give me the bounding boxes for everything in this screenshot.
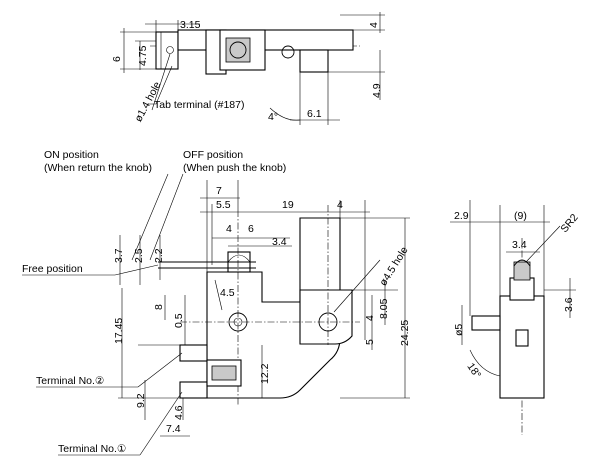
- dim-19: 19: [282, 199, 294, 211]
- dim-4-75: 4.75: [137, 45, 149, 66]
- terminal-2: [179, 344, 208, 362]
- dim-9-side: (9): [514, 210, 527, 222]
- dim-sr2: SR2: [558, 212, 580, 235]
- dim-3-6: 3.6: [563, 297, 575, 312]
- dim-18deg: 18°: [464, 361, 483, 381]
- dim-4-6: 4.6: [173, 405, 185, 420]
- free-position-label: Free position: [22, 263, 83, 275]
- side-pin: [471, 315, 501, 331]
- dim-8: 8: [153, 304, 165, 310]
- tab-terminal-label: Tab terminal (#187): [154, 99, 244, 111]
- top-bracket: [299, 49, 329, 73]
- tab-hole: [166, 46, 174, 54]
- top-knob-circle: [229, 41, 247, 59]
- dim-2-9: 2.9: [454, 210, 469, 222]
- off-position-title: OFF position: [183, 149, 243, 161]
- dim-7-4: 7.4: [166, 423, 181, 435]
- dim-4-b: 4: [226, 223, 232, 235]
- dim-12-2: 12.2: [259, 363, 271, 384]
- terminal-1-label: Terminal No.①: [58, 443, 127, 455]
- front-body: [206, 217, 341, 399]
- side-body: [499, 295, 545, 399]
- dim-5-5: 5.5: [216, 199, 231, 211]
- terminal-1: [179, 381, 208, 399]
- dim-8-05: 8.05: [378, 298, 390, 319]
- dim-3-4-side: 3.4: [512, 239, 527, 251]
- dim-0-5: 0.5: [173, 313, 185, 328]
- dim-5: 5: [364, 339, 376, 345]
- dim-6-front: 6: [248, 223, 254, 235]
- dim-phi4-5: ø4.5 hole: [377, 245, 410, 289]
- dim-3-15: 3.15: [180, 19, 201, 31]
- dim-17-45: 17.45: [113, 318, 125, 344]
- top-mount-hole: [281, 45, 295, 59]
- dim-3-4-front: 3.4: [272, 236, 287, 248]
- dim-3-7: 3.7: [113, 248, 125, 263]
- top-view: 3.15 4 4.9 6 4.75 ø1.4 hole Tab terminal…: [111, 12, 385, 125]
- terminal-2-label: Terminal No.②: [36, 375, 105, 387]
- side-view: 2.9 (9) SR2 3.4 3.6 ø5 18°: [450, 200, 581, 435]
- front-view: 7 5.5 19 4 4 6 3.4 ø4.5 hole ON position…: [22, 149, 411, 456]
- dim-4-top: 4: [368, 22, 380, 28]
- dim-24-25: 24.25: [399, 320, 411, 346]
- dim-4deg: 4°: [268, 111, 278, 123]
- dim-4-a: 4: [337, 199, 343, 211]
- dim-4-c: 4: [364, 315, 376, 321]
- dim-2-5: 2.5: [133, 248, 145, 263]
- dim-phi5: ø5: [453, 324, 465, 336]
- dim-6-1: 6.1: [307, 108, 322, 120]
- on-position-sub: (When return the knob): [44, 162, 152, 174]
- dim-9-2: 9.2: [135, 393, 147, 408]
- dim-6-top: 6: [111, 56, 123, 62]
- side-knob-base: [509, 277, 535, 301]
- off-position-sub: (When push the knob): [183, 162, 286, 174]
- dim-4-9: 4.9: [371, 83, 383, 98]
- dim-2-2: 2.2: [153, 248, 165, 263]
- dim-7: 7: [216, 185, 222, 197]
- on-position-title: ON position: [44, 149, 99, 161]
- front-bracket: [299, 289, 353, 345]
- side-knob: [513, 261, 531, 281]
- dim-4-5: 4.5: [220, 287, 235, 299]
